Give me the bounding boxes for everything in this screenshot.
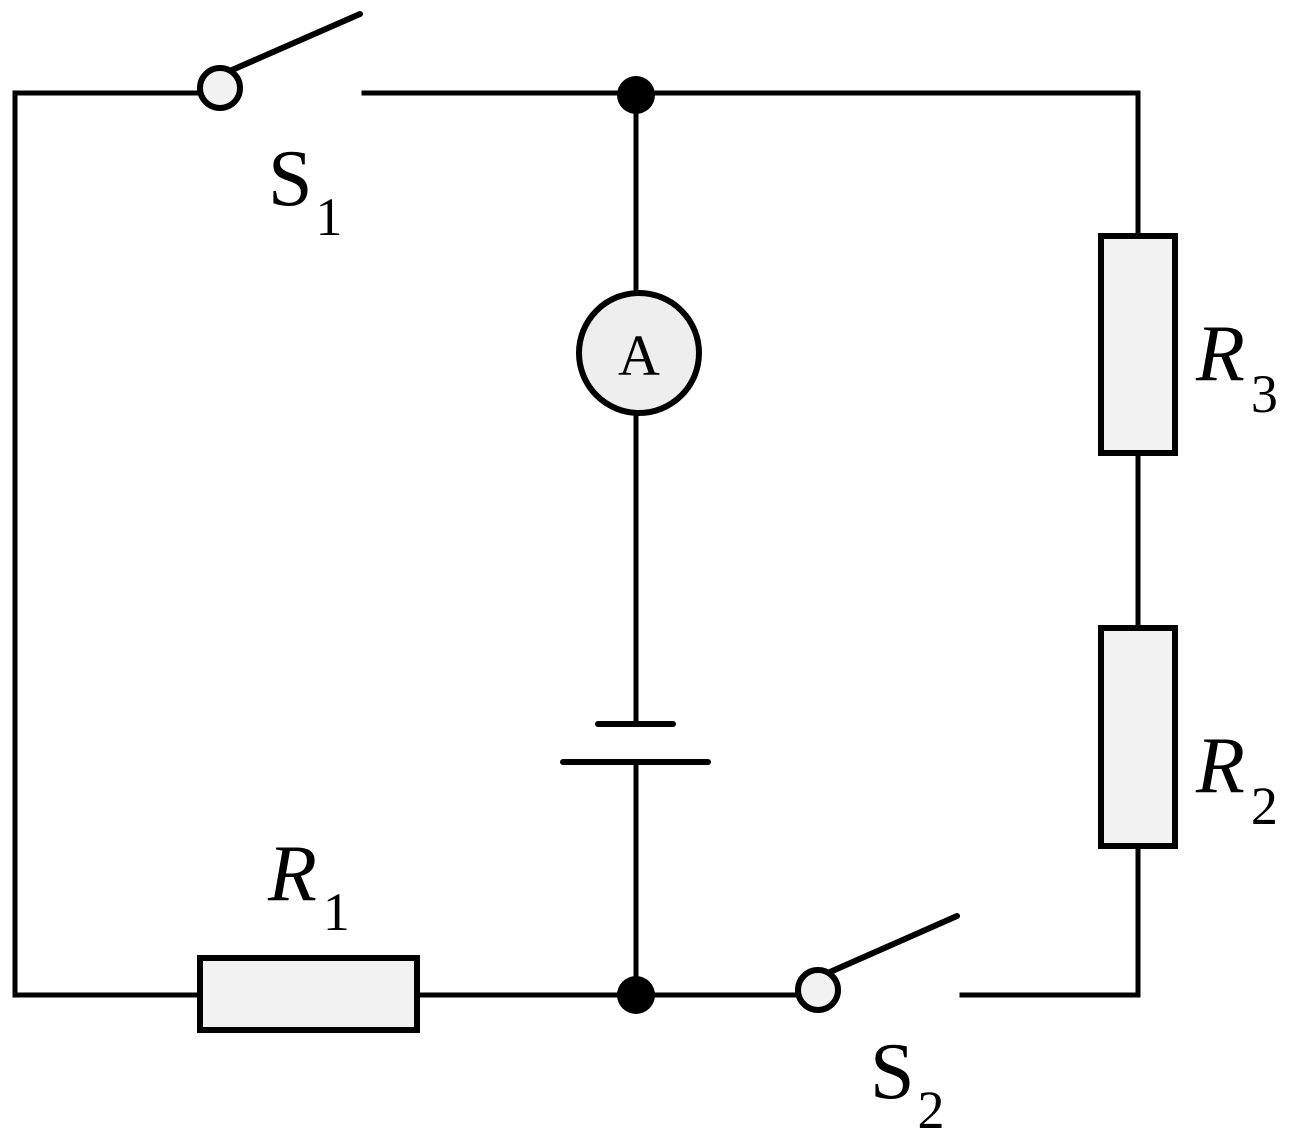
wire-top-left (12, 90, 203, 998)
junction-top (617, 76, 655, 114)
label-s1-sub: 1 (316, 187, 343, 247)
ammeter: A (576, 290, 702, 416)
switch-s1-blade (229, 11, 363, 73)
label-s2-sub: 2 (918, 1080, 945, 1139)
resistor-r2 (1098, 625, 1178, 849)
label-r2-sub: 2 (1251, 776, 1278, 836)
switch-s1-pivot (197, 65, 243, 111)
label-s2: S2 (870, 1028, 945, 1139)
label-s1-main: S (268, 135, 313, 223)
wires (12, 90, 1141, 998)
wire-bottom-right (959, 843, 1141, 998)
ammeter-label: A (618, 323, 660, 388)
switch-s2-pivot (795, 967, 841, 1013)
switch-s1 (197, 11, 363, 111)
junction-bottom (617, 976, 655, 1014)
label-r3-sub: 3 (1251, 364, 1278, 424)
switch-s2 (795, 913, 960, 1013)
label-r1-main: R (267, 830, 317, 918)
battery (560, 721, 711, 765)
label-r3-main: R (1195, 310, 1245, 398)
resistor-r3 (1098, 233, 1178, 456)
label-r1-sub: 1 (323, 882, 350, 942)
wire-top-right (361, 90, 1141, 239)
label-s1: S1 (268, 135, 343, 247)
resistor-r1 (197, 955, 420, 1033)
label-r2-main: R (1195, 722, 1245, 810)
switch-s2-blade (827, 913, 960, 975)
ammeter-body (576, 290, 702, 416)
label-s2-main: S (870, 1028, 915, 1116)
